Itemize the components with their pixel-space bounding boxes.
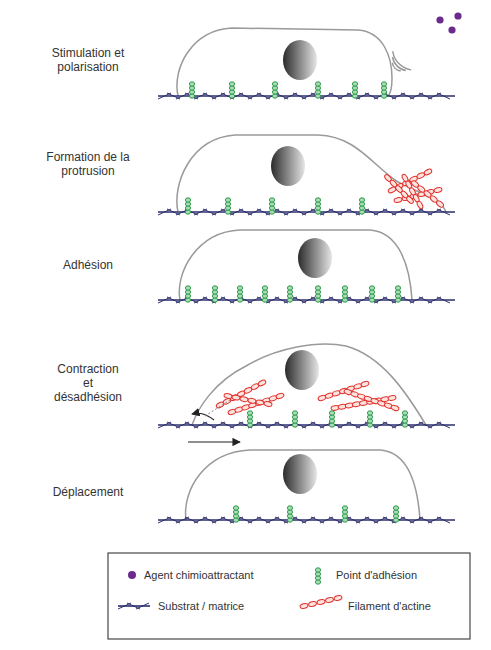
adhesion-point <box>229 82 234 98</box>
matrix-fiber <box>437 517 450 523</box>
adhesion-point <box>269 198 274 214</box>
actin-filament <box>343 389 399 412</box>
adhesion-point <box>342 286 347 302</box>
cell-membrane <box>192 344 426 425</box>
nucleus <box>285 350 319 390</box>
step-label: Contraction et désadhésion <box>51 362 125 404</box>
adhesion-point <box>369 286 374 302</box>
cell-membrane <box>179 230 412 300</box>
adhesion-point <box>381 82 386 98</box>
adhesion-point <box>402 411 407 427</box>
adhesion-point <box>287 506 292 522</box>
migration-step <box>158 344 455 428</box>
migration-step <box>158 230 455 303</box>
adhesion-point <box>262 286 267 302</box>
movement-arrow <box>188 441 240 442</box>
step-label: Adhésion <box>43 258 133 272</box>
legend-box <box>108 553 470 639</box>
adhesion-point <box>225 198 230 214</box>
matrix-fiber <box>437 422 450 428</box>
chemoattractant-dot <box>436 16 443 23</box>
cell-membrane <box>186 450 420 520</box>
cell-membrane <box>177 28 392 96</box>
adhesion-point <box>352 82 357 98</box>
adhesion-point <box>367 411 372 427</box>
adhesion-point <box>212 286 217 302</box>
actin-filament <box>300 595 343 609</box>
chemoattractant-dot <box>454 12 461 19</box>
actin-filament <box>410 180 444 209</box>
adhesion-point <box>359 198 364 214</box>
adhesion-point <box>393 506 398 522</box>
adhesion-point <box>292 411 297 427</box>
adhesion-point <box>315 568 320 584</box>
legend-sample <box>128 571 136 579</box>
adhesion-point <box>315 198 320 214</box>
matrix-fiber <box>437 93 450 99</box>
migration-step <box>158 12 462 99</box>
adhesion-point <box>233 506 238 522</box>
actin-filament <box>317 381 369 402</box>
legend-text: Substrat / matrice <box>158 600 244 613</box>
adhesion-point <box>189 82 194 98</box>
matrix-fiber <box>136 603 149 609</box>
actin-filament <box>384 174 415 205</box>
legend <box>108 553 470 639</box>
legend-text: Agent chimioattractant <box>144 569 253 582</box>
step-label: Formation de la protrusion <box>36 150 140 178</box>
adhesion-point <box>329 411 334 427</box>
matrix-fiber <box>437 297 450 303</box>
adhesion-point <box>342 506 347 522</box>
legend-text: Filament d'actine <box>348 600 431 613</box>
nucleus <box>271 146 305 186</box>
nucleus <box>298 238 332 278</box>
adhesion-point <box>237 286 242 302</box>
nucleus <box>283 40 317 80</box>
adhesion-point <box>185 286 190 302</box>
adhesion-point <box>247 411 252 427</box>
detach-arrow <box>192 413 214 420</box>
adhesion-point <box>185 198 190 214</box>
retraction-line <box>205 400 230 416</box>
matrix-fiber <box>437 209 450 215</box>
signal-arc <box>391 48 411 74</box>
step-label: Déplacement <box>40 485 136 499</box>
adhesion-point <box>315 82 320 98</box>
migration-step <box>158 135 455 215</box>
adhesion-point <box>315 286 320 302</box>
migration-step <box>158 442 455 523</box>
adhesion-point <box>395 286 400 302</box>
step-label: Stimulation et polarisation <box>51 46 125 74</box>
actin-filament <box>224 393 273 407</box>
chemoattractant-dot <box>448 26 455 33</box>
actin-filament <box>227 393 284 416</box>
cell-membrane <box>177 135 446 212</box>
adhesion-point <box>287 286 292 302</box>
legend-text: Point d'adhésion <box>336 569 417 582</box>
nucleus <box>283 454 317 494</box>
adhesion-point <box>272 82 277 98</box>
